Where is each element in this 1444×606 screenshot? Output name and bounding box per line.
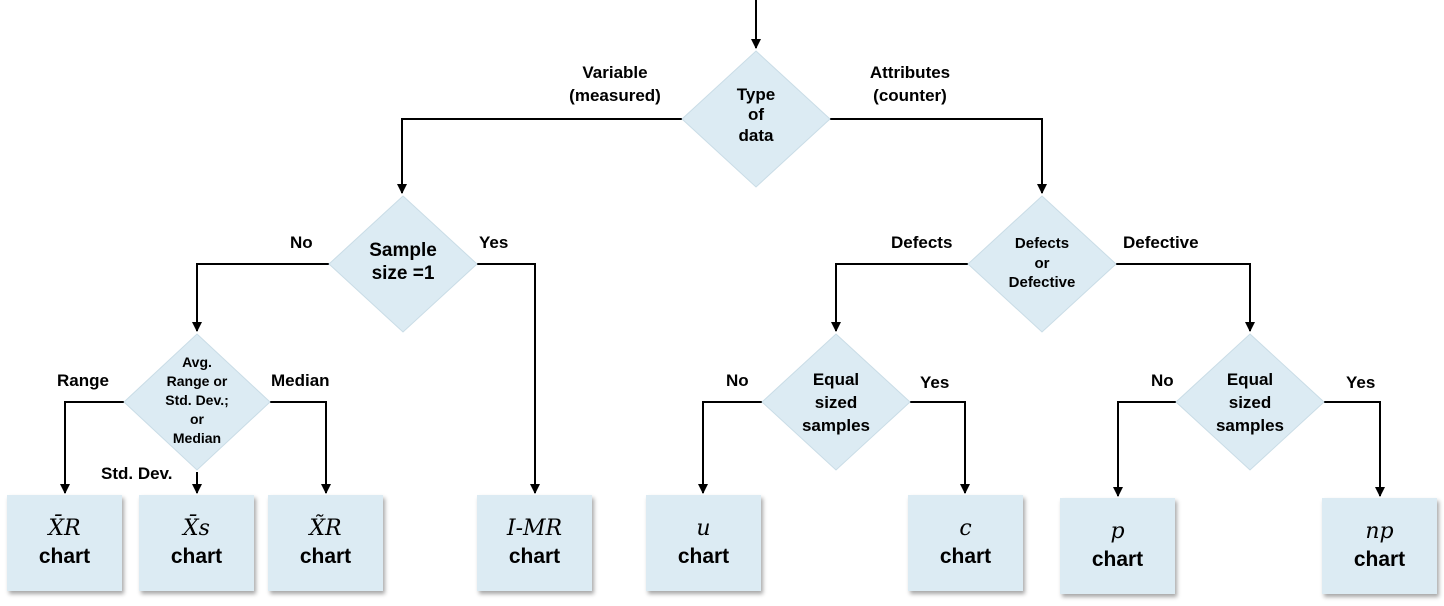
chart-box-c: c chart	[908, 495, 1023, 591]
label-std-dev: Std. Dev.	[101, 464, 173, 483]
connector-c-yes	[910, 401, 970, 494]
chart-symbol: X̄R	[48, 516, 81, 542]
connector-attributes	[830, 118, 1047, 194]
chart-box-np: np chart	[1322, 498, 1437, 594]
diamond-equal-sized-defective	[1175, 333, 1325, 471]
label-median: Median	[271, 371, 330, 390]
label-no-defective: No	[1151, 371, 1174, 390]
chart-label: chart	[939, 544, 992, 568]
label-yes-defects: Yes	[920, 373, 950, 392]
connector-p-no	[1113, 401, 1176, 497]
chart-symbol: np	[1365, 519, 1394, 545]
chart-symbol: p	[1110, 519, 1125, 545]
diamond-equal-sized-defects	[761, 333, 911, 471]
chart-label: chart	[170, 544, 223, 568]
chart-symbol: X̄s	[183, 516, 210, 542]
connector-median	[270, 401, 331, 494]
connector-variable	[397, 118, 682, 194]
chart-box-p: p chart	[1060, 498, 1175, 594]
label-defective: Defective	[1123, 233, 1199, 252]
chart-label: chart	[508, 544, 561, 568]
chart-box-median-r: X̃R chart	[268, 495, 383, 591]
chart-symbol: u	[696, 516, 711, 542]
chart-symbol: X̃R	[309, 516, 342, 542]
diamond-sample-size	[328, 195, 478, 333]
chart-label: chart	[38, 544, 91, 568]
diamond-avg-range-median	[123, 333, 271, 471]
chart-symbol: I-MR	[506, 516, 563, 542]
diamond-type-of-data	[681, 50, 831, 188]
connector-sample-yes	[477, 263, 540, 494]
connector-defective	[1116, 263, 1255, 332]
connector-range	[60, 401, 124, 494]
connector-sample-no	[192, 263, 329, 332]
diamond-defects-or-defective	[967, 195, 1117, 333]
label-attributes: Attributes(counter)	[869, 63, 951, 105]
chart-box-xbar-r: X̄R chart	[7, 495, 122, 591]
chart-box-u: u chart	[646, 495, 761, 591]
connector-defects	[831, 263, 968, 332]
connector-np-yes	[1324, 401, 1385, 497]
label-defects: Defects	[891, 233, 953, 252]
chart-label: chart	[1091, 547, 1144, 571]
label-variable: Variable(measured)	[569, 63, 661, 105]
chart-symbol: c	[959, 516, 972, 542]
chart-label: chart	[299, 544, 352, 568]
chart-label: chart	[677, 544, 730, 568]
label-range: Range	[57, 371, 109, 390]
chart-label: chart	[1353, 547, 1406, 571]
label-no-defects: No	[726, 371, 749, 390]
chart-box-i-mr: I-MR chart	[477, 495, 592, 591]
chart-box-xbar-s: X̄s chart	[139, 495, 254, 591]
connector-u-no	[698, 401, 762, 494]
label-yes-sample: Yes	[479, 233, 509, 252]
label-yes-defective: Yes	[1346, 373, 1376, 392]
label-no-sample: No	[290, 233, 313, 252]
